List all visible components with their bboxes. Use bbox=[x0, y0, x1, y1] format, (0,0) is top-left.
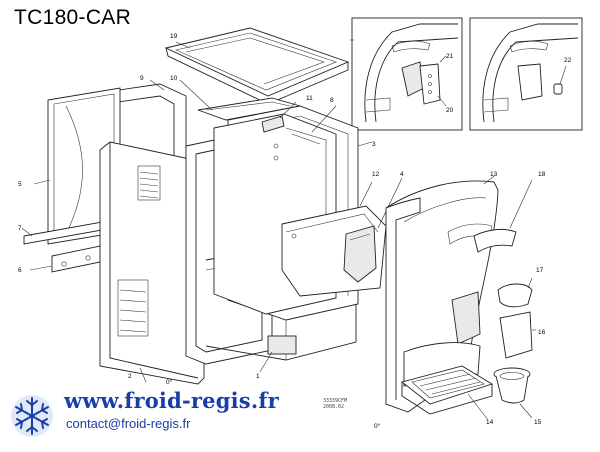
label-part-16: 16 bbox=[538, 329, 546, 336]
part-6-base-rail bbox=[29, 245, 101, 273]
snowflake-icon bbox=[8, 390, 56, 442]
part-2-side-panel bbox=[99, 141, 205, 385]
part-16-nozzle-cover bbox=[499, 311, 536, 359]
label-part-22: 22 bbox=[564, 57, 572, 64]
label-part-5: 5 bbox=[18, 181, 22, 188]
detail-inset-left bbox=[351, 17, 463, 131]
part-18-grip bbox=[473, 179, 533, 253]
label-part-4: 4 bbox=[400, 171, 404, 178]
label-part-3: 3 bbox=[372, 141, 376, 148]
label-part-8: 8 bbox=[330, 97, 334, 104]
part-11-clip bbox=[261, 101, 297, 133]
label-part-21: 21 bbox=[446, 53, 454, 60]
part-15-cup bbox=[493, 367, 533, 419]
part-17-funnel bbox=[497, 277, 533, 308]
label-part-7: 7 bbox=[18, 225, 22, 232]
label-part-13: 13 bbox=[490, 171, 498, 178]
label-angle-left: 0° bbox=[166, 378, 173, 386]
stamp-date: 2008.02 bbox=[323, 404, 345, 410]
label-part-17: 17 bbox=[536, 267, 544, 274]
contact-email-link[interactable]: contact@froid-regis.fr bbox=[66, 416, 191, 431]
part-13-front-door bbox=[385, 175, 499, 413]
label-part-11: 11 bbox=[306, 95, 313, 102]
website-link[interactable]: www.froid-regis.fr bbox=[64, 388, 279, 413]
diagram-title: TC180-CAR bbox=[14, 6, 132, 29]
detail-inset-right bbox=[469, 17, 583, 131]
stamp-code: 33339CFM bbox=[323, 398, 348, 404]
label-part-14: 14 bbox=[486, 419, 494, 426]
label-part-12: 12 bbox=[372, 171, 380, 178]
part-14-drip-tray bbox=[401, 365, 494, 421]
label-part-19: 19 bbox=[170, 33, 178, 40]
label-part-20: 20 bbox=[446, 107, 454, 114]
label-part-9: 9 bbox=[140, 75, 144, 82]
label-part-10: 10 bbox=[170, 75, 178, 82]
label-part-2: 2 bbox=[128, 373, 132, 380]
drawing-stamp: 33339CFM 2008.02 bbox=[323, 398, 347, 410]
label-part-15: 15 bbox=[534, 419, 542, 426]
label-angle-right: 0° bbox=[374, 422, 381, 430]
label-part-18: 18 bbox=[538, 171, 546, 178]
label-part-6: 6 bbox=[18, 267, 22, 274]
label-part-1: 1 bbox=[256, 373, 260, 380]
part-4-cup-holder bbox=[343, 177, 403, 283]
